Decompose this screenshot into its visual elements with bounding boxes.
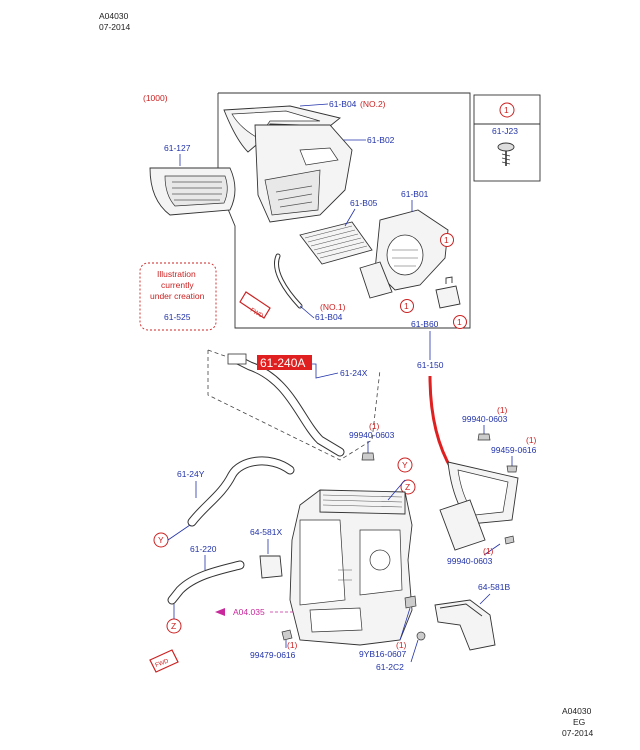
filter-case-61-b02 bbox=[254, 124, 353, 223]
callout-61-220: 61-220 bbox=[190, 544, 217, 554]
note-box bbox=[139, 262, 217, 331]
duct-61-150 bbox=[439, 461, 519, 551]
heater-unit bbox=[289, 489, 413, 646]
group-label: (1000) bbox=[143, 93, 168, 103]
bolt-99479 bbox=[281, 629, 293, 641]
grommet-64-581x bbox=[259, 555, 283, 579]
callout-99940-0603-b: 99940-0603 bbox=[462, 414, 508, 424]
qty-99479: (1) bbox=[287, 640, 298, 650]
callout-61-b02: 61-B02 bbox=[367, 135, 395, 145]
note-line-2: currently bbox=[161, 280, 194, 290]
note-line-1: Illustration bbox=[157, 269, 196, 279]
clip-9yb16 bbox=[404, 595, 417, 609]
nut-a bbox=[361, 452, 375, 461]
qty-99940-c: (1) bbox=[483, 546, 494, 556]
nut-c bbox=[504, 535, 515, 545]
vent-grille-61-127 bbox=[149, 167, 236, 216]
callout-61-b01: 61-B01 bbox=[401, 189, 429, 199]
ref-circle-1b: 1 bbox=[400, 299, 414, 313]
svg-text:1: 1 bbox=[444, 235, 449, 245]
hose-61-24y bbox=[187, 456, 295, 527]
callout-9yb16-0607: 9YB16-0607 bbox=[359, 649, 407, 659]
footer-date: 07-2014 bbox=[562, 728, 593, 738]
qty-99940-b: (1) bbox=[497, 405, 508, 415]
legend-box bbox=[473, 94, 541, 182]
duct-64-581b bbox=[434, 599, 496, 651]
note-part: 61-525 bbox=[164, 312, 191, 322]
callout-61-b60: 61-B60 bbox=[411, 319, 439, 329]
svg-text:FWD: FWD bbox=[155, 658, 171, 669]
qty-99459: (1) bbox=[526, 435, 537, 445]
svg-text:1: 1 bbox=[404, 301, 409, 311]
svg-text:Z: Z bbox=[405, 482, 410, 492]
footer-region: EG bbox=[573, 717, 585, 727]
ref-circle-y-left: Y bbox=[153, 532, 169, 548]
screw-icon bbox=[497, 142, 515, 166]
callout-99940-0603-c: 99940-0603 bbox=[447, 556, 493, 566]
callout-61-b04-top: 61-B04 bbox=[329, 99, 357, 109]
blower-housing-61-b01 bbox=[359, 209, 449, 299]
hose-detail-dashed bbox=[207, 350, 381, 461]
ref-circle-1a: 1 bbox=[440, 233, 454, 247]
hose-61-220 bbox=[167, 560, 245, 605]
filter-frame-61-b04-upper bbox=[223, 105, 341, 153]
qty-9yb16: (1) bbox=[396, 640, 407, 650]
highlight-leader bbox=[428, 375, 454, 471]
note-line-3: under creation bbox=[150, 291, 205, 301]
callout-61-b04-bottom-note: (NO.1) bbox=[320, 302, 346, 312]
legend-ref-circle bbox=[499, 102, 515, 118]
nut-b bbox=[477, 433, 491, 441]
legend-part: 61-J23 bbox=[492, 126, 518, 136]
svg-text:1: 1 bbox=[457, 317, 462, 327]
actuator-61-b60 bbox=[435, 276, 461, 309]
ref-circle-y-right: Y bbox=[397, 457, 413, 473]
header-date: 07-2014 bbox=[99, 22, 130, 32]
callout-61-24y: 61-24Y bbox=[177, 469, 205, 479]
bolt-99459 bbox=[506, 465, 518, 473]
footer-code: A04030 bbox=[562, 706, 592, 716]
plug-61-2c2 bbox=[416, 631, 426, 641]
callout-61-b04-bottom: 61-B04 bbox=[315, 312, 343, 322]
highlight-part[interactable]: 61-240A bbox=[260, 356, 305, 370]
callout-64-581x: 64-581X bbox=[250, 527, 282, 537]
callout-61-150: 61-150 bbox=[417, 360, 444, 370]
ref-arrow-icon bbox=[215, 608, 225, 616]
qty-99940-a: (1) bbox=[369, 421, 380, 431]
fwd-arrow-upper: FWD bbox=[239, 291, 271, 320]
callout-61-127: 61-127 bbox=[164, 143, 191, 153]
legend-ref: 1 bbox=[504, 105, 509, 115]
ref-circle-1c: 1 bbox=[453, 315, 467, 329]
callout-99459-0616: 99459-0616 bbox=[491, 445, 537, 455]
callout-99940-0603-a: 99940-0603 bbox=[349, 430, 395, 440]
callout-61-24x: 61-24X bbox=[340, 368, 368, 378]
svg-text:Y: Y bbox=[158, 535, 164, 545]
hose-61-240a bbox=[227, 353, 345, 457]
callout-61-b04-top-note: (NO.2) bbox=[360, 99, 386, 109]
callout-99479-0616: 99479-0616 bbox=[250, 650, 296, 660]
ref-circle-z-right: Z bbox=[400, 479, 416, 495]
callout-a04-035[interactable]: A04.035 bbox=[233, 607, 265, 617]
ref-circle-z-left: Z bbox=[166, 618, 182, 634]
highlight-badge[interactable] bbox=[257, 355, 312, 370]
filter-element-61-b05 bbox=[299, 221, 373, 265]
callout-61-2c2: 61-2C2 bbox=[376, 662, 404, 672]
svg-text:Z: Z bbox=[171, 621, 176, 631]
callout-61-b05: 61-B05 bbox=[350, 198, 378, 208]
callout-64-581b: 64-581B bbox=[478, 582, 510, 592]
fwd-arrow-lower: FWD bbox=[149, 649, 179, 673]
header-code: A04030 bbox=[99, 11, 129, 21]
svg-text:Y: Y bbox=[402, 460, 408, 470]
